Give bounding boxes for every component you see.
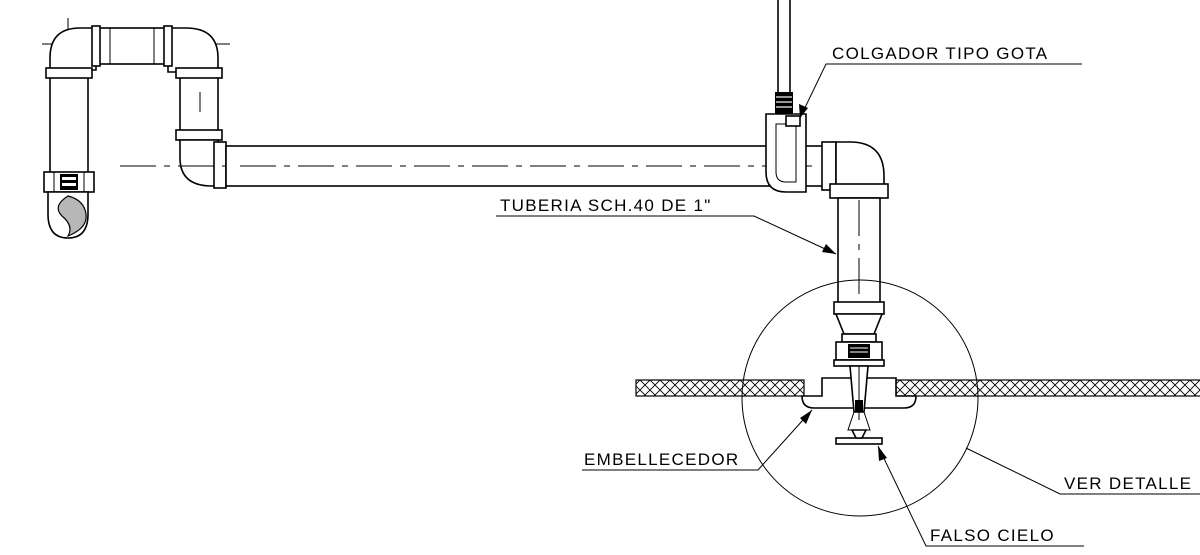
ceiling-label: FALSO CIELO [930,526,1055,545]
annotation-leaders [496,63,1200,547]
false-ceiling [635,379,1200,397]
pipe-label: TUBERIA SCH.40 DE 1" [500,196,712,215]
sprinkler-head-icon [801,365,917,445]
drop-pipe [821,141,889,367]
arrowhead-icon [822,244,836,254]
drop-hanger [765,0,807,193]
main-horizontal-pipe [120,145,860,187]
detail-circle [741,279,979,517]
arrowhead-icon [799,104,808,118]
arrowhead-icon [878,446,887,461]
escutcheon-label: EMBELLECEDOR [584,450,739,469]
pipe-tee-icon [47,191,89,239]
left-pipe-loop [42,18,230,239]
arrowhead-icon [800,410,812,424]
hanger-label: COLGADOR TIPO GOTA [832,44,1048,63]
detail-label: VER DETALLE [1064,474,1192,493]
